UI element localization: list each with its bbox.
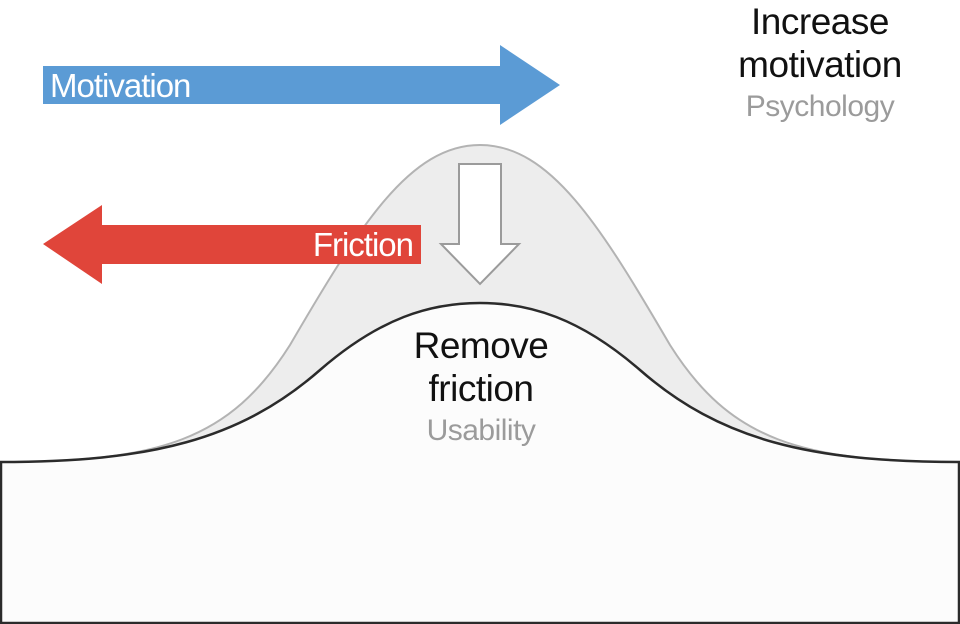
psychology-subtitle: Psychology [746,90,895,123]
motivation-label: Motivation [50,67,190,104]
friction-arrow-icon [43,205,421,284]
increase-motivation-title-line2: motivation [738,44,902,85]
usability-subtitle: Usability [427,414,536,447]
motivation-arrow-icon [43,45,560,125]
low-curve [0,301,960,624]
increase-motivation-title-line1: Increase [751,1,889,42]
down-arrow-icon [438,163,522,286]
remove-friction-title-line2: friction [429,368,534,409]
remove-friction-title-line1: Remove [414,325,549,366]
friction-label: Friction [313,226,413,263]
